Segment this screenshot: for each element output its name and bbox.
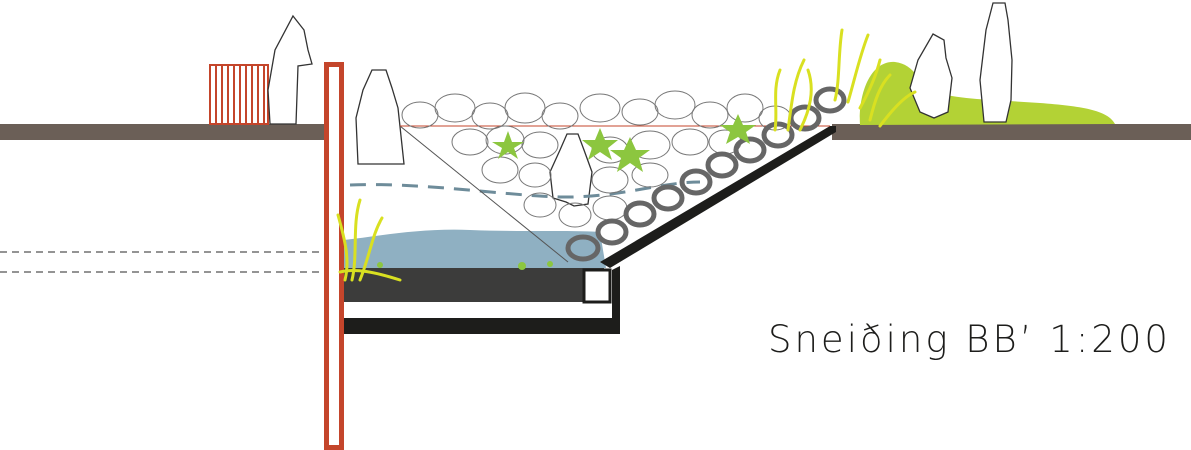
star-plant-icon xyxy=(492,114,756,172)
ground-line-right xyxy=(832,124,1191,140)
concrete-basin xyxy=(344,266,620,334)
ground-line-left xyxy=(0,124,330,140)
reed-grass-icon xyxy=(336,28,917,282)
person-silhouette-icon xyxy=(267,2,1013,207)
slope-cobbles xyxy=(565,86,847,262)
water-level-dashed xyxy=(349,180,701,199)
slope-liner xyxy=(600,126,836,268)
retaining-wall xyxy=(324,62,344,450)
section-caption: Sneiðing BB’ 1:200 xyxy=(768,318,1171,361)
fence-icon xyxy=(209,64,269,125)
water-plants xyxy=(377,261,553,270)
cone-line-left xyxy=(399,125,569,263)
